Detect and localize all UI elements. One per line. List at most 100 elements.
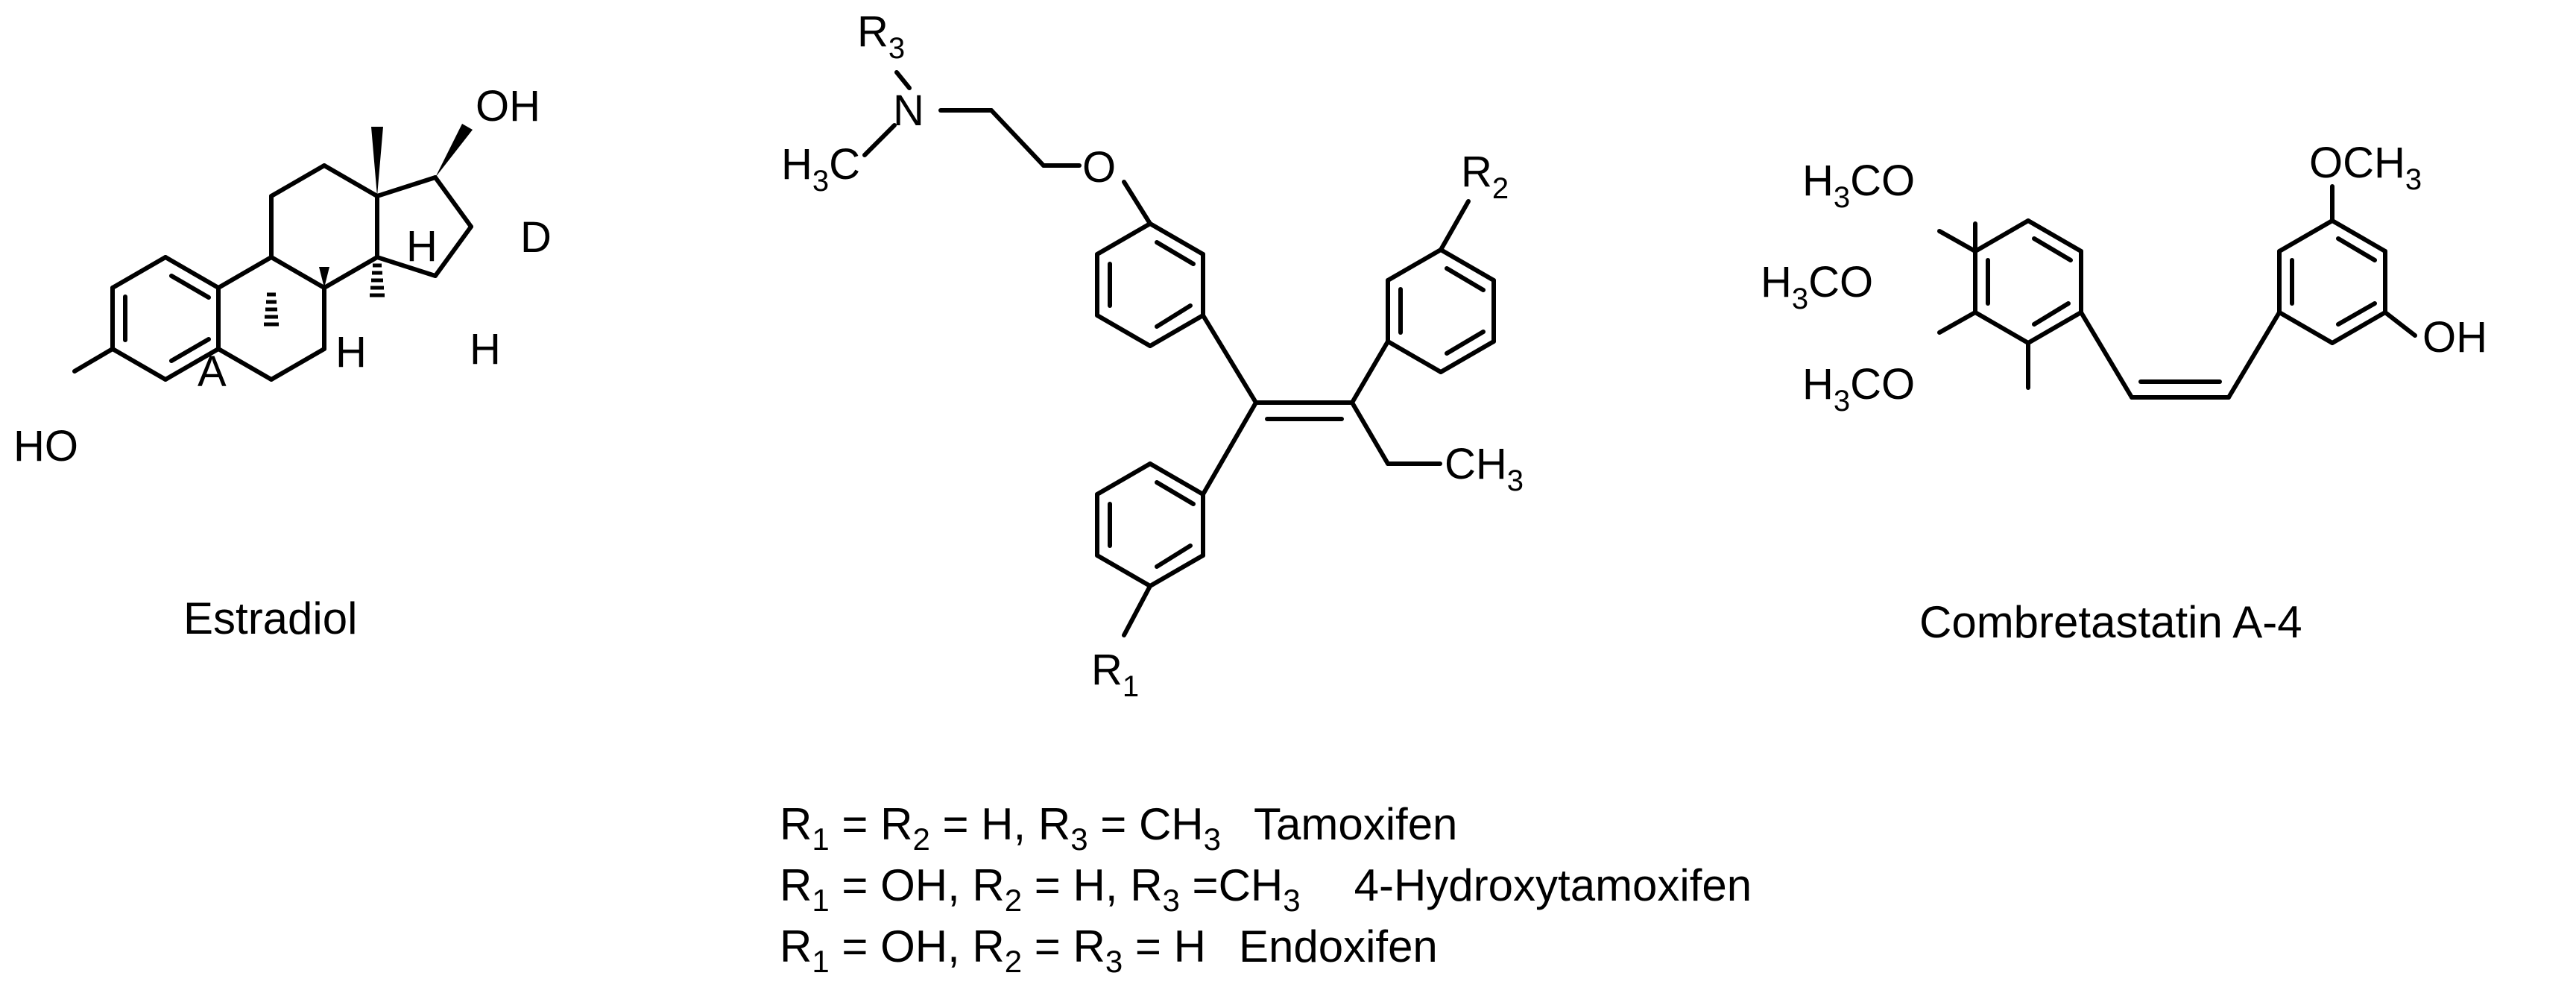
atom-label-h3c: H3C	[781, 140, 860, 198]
atom-label-h: H	[406, 222, 438, 271]
bond	[1973, 310, 2030, 345]
bond	[2277, 218, 2334, 253]
bond	[1095, 221, 1152, 256]
bond	[216, 347, 274, 382]
bond	[1439, 339, 1496, 374]
bond-double-inner	[1155, 480, 1196, 506]
stereo-wedge-oh	[435, 124, 473, 177]
bond-double-inner	[169, 274, 211, 300]
bond	[2330, 218, 2387, 253]
bond	[2226, 310, 2282, 400]
bond	[1439, 199, 1471, 252]
bond	[72, 347, 115, 374]
combretastatin-structure: OCH3 OH H3CO H3CO H3CO Combretastatin A-…	[1761, 139, 2487, 647]
atom-label-h3co: H3CO	[1802, 360, 1915, 418]
stereo-hash-h14	[370, 263, 385, 297]
bond	[1350, 339, 1390, 405]
combretastatin-caption: Combretastatin A-4	[1919, 597, 2302, 647]
atom-label-ch3: CH3	[1445, 440, 1524, 497]
bond-double-inner	[1155, 543, 1193, 569]
bond-double-inner	[1445, 266, 1486, 292]
stereo-wedge-h8	[319, 267, 329, 288]
atom-label-r2: R2	[1461, 148, 1509, 205]
atom-label-och3: OCH3	[2309, 139, 2422, 196]
bond	[1122, 180, 1152, 226]
bond-double-inner	[2336, 301, 2377, 327]
bond	[2383, 310, 2417, 338]
combretastatin-bonds	[1937, 184, 2417, 400]
bond	[1201, 400, 1258, 497]
bond	[1937, 229, 1977, 253]
bond	[1439, 248, 1496, 283]
bond	[1095, 461, 1152, 497]
ring-label-d: D	[520, 213, 552, 262]
bond	[269, 347, 326, 382]
bond	[894, 70, 912, 90]
atom-label-oh: OH	[2422, 313, 2487, 362]
atom-label-h: H	[335, 328, 367, 376]
bond	[1386, 339, 1443, 374]
bond	[1386, 248, 1443, 283]
bond	[1148, 461, 1205, 497]
bond	[2026, 218, 2083, 253]
atom-label-o: O	[1082, 143, 1116, 192]
atom-label-n: N	[893, 86, 924, 135]
bond	[110, 255, 168, 290]
atom-label-h: H	[470, 325, 501, 374]
bond	[1937, 310, 1977, 335]
bond	[375, 255, 438, 278]
bond	[163, 255, 221, 290]
bond	[216, 255, 274, 290]
bond-double-inner	[2336, 236, 2377, 262]
bond-double-inner	[169, 337, 211, 363]
estradiol-bonds	[72, 124, 473, 382]
bond	[989, 108, 1046, 168]
bond-double-inner	[2032, 301, 2071, 327]
atom-label-r1: R1	[1091, 646, 1139, 703]
bond	[2330, 310, 2387, 345]
estradiol-caption: Estradiol	[183, 593, 357, 643]
bond	[269, 163, 326, 198]
bond	[1350, 400, 1390, 466]
bond-double-inner	[1445, 330, 1486, 356]
atom-label-h3co: H3CO	[1761, 258, 1873, 315]
bond	[1122, 584, 1152, 637]
bond	[110, 347, 168, 382]
bond	[1148, 553, 1205, 588]
tamoxifen-bonds	[862, 70, 1496, 637]
estradiol-structure: OH HO H H H A D Estradiol	[13, 82, 552, 643]
bond	[1201, 313, 1258, 405]
atom-label-oh: OH	[476, 82, 540, 130]
bond	[1148, 313, 1205, 348]
bond	[1973, 218, 2030, 253]
bond	[375, 175, 438, 198]
bond	[2277, 310, 2334, 345]
bond	[1095, 553, 1152, 588]
bond	[1148, 221, 1205, 256]
stereo-hash-h9	[264, 292, 279, 327]
atom-label-h3co: H3CO	[1802, 157, 1915, 214]
stereo-wedge-methyl	[371, 127, 383, 196]
bond-double-inner	[1155, 240, 1196, 266]
bond	[322, 255, 379, 290]
bond	[433, 175, 473, 229]
ring-label-a: A	[198, 347, 227, 396]
atom-label-ho: HO	[13, 422, 78, 470]
bond	[2026, 310, 2083, 345]
bond	[862, 123, 897, 157]
bond	[433, 224, 473, 278]
bond	[322, 163, 379, 198]
bond-double-inner	[2032, 236, 2073, 262]
atom-label-r3: R3	[857, 7, 905, 65]
bond-double-inner	[1155, 303, 1193, 329]
bond	[2079, 310, 2134, 400]
bond	[269, 255, 326, 290]
bond	[1095, 313, 1152, 348]
tamoxifen-structure: R3 N H3C O R2 CH3 R1	[781, 7, 1524, 703]
bond	[163, 347, 221, 382]
